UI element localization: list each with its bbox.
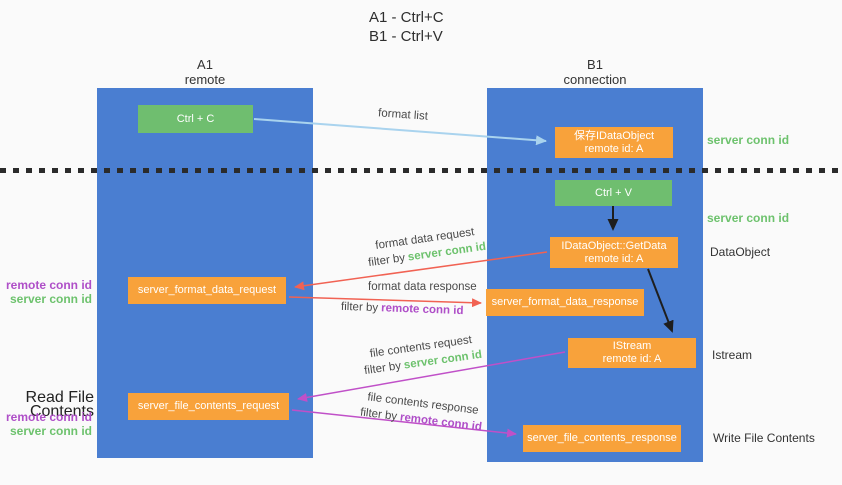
node-ctrl-v-label: Ctrl + V [595, 186, 632, 199]
node-file-response-label: server_file_contents_response [527, 432, 677, 444]
lane-a-subtitle: remote [184, 72, 226, 87]
diagram-title: A1 - Ctrl+C B1 - Ctrl+V [0, 8, 842, 46]
node-format-response-label: server_format_data_response [491, 296, 639, 308]
node-ctrl-c-label: Ctrl + C [176, 112, 215, 125]
lane-b-title: B1 [587, 57, 603, 72]
left-conn-id-group-2: remote conn id server conn id [0, 410, 92, 438]
node-istream-line2: remote id: A [602, 353, 662, 365]
node-server-file-contents-request: server_file_contents_request [128, 393, 289, 420]
edge-label-format-list: format list [377, 107, 429, 123]
node-save-idataobject-line1: 保存IDataObject [573, 129, 655, 142]
filter-prefix: filter by [359, 406, 398, 423]
edge-label-file-contents-request: file contents request filter byserver co… [351, 331, 494, 378]
lane-a-header: A1 remote [97, 57, 313, 87]
label-server-conn-id-1: server conn id [9, 292, 92, 306]
node-getdata-line2: remote id: A [584, 252, 644, 265]
node-idataobject-getdata: IDataObject::GetData remote id: A [550, 237, 678, 268]
node-format-request-label: server_format_data_request [137, 284, 277, 296]
lane-b-header: B1 connection [487, 57, 703, 87]
lane-b-subtitle: connection [563, 72, 627, 87]
left-conn-id-group-1: remote conn id server conn id [0, 278, 92, 306]
node-save-idataobject-line2: remote id: A [584, 142, 644, 155]
filter-prefix: filter by [363, 360, 402, 378]
node-ctrl-c: Ctrl + C [138, 105, 253, 133]
label-dataobject: DataObject [710, 245, 771, 259]
node-save-idataobject: 保存IDataObject remote id: A [555, 127, 673, 158]
label-server-conn-id-top: server conn id [707, 133, 790, 147]
filter-key-remote-conn-id: remote conn id [380, 302, 464, 318]
label-remote-conn-id-1: remote conn id [5, 278, 92, 292]
label-write-file-contents: Write File Contents [713, 431, 815, 445]
label-istream: Istream [712, 348, 753, 362]
dotted-divider [0, 168, 842, 173]
lane-a-title: A1 [197, 57, 213, 72]
filter-prefix: filter by [367, 252, 406, 270]
node-server-file-contents-response: server_file_contents_response [523, 425, 681, 452]
node-server-format-data-request: server_format_data_request [128, 277, 286, 304]
label-remote-conn-id-2: remote conn id [5, 410, 92, 424]
label-read-file-contents: Read File Contents [25, 389, 94, 420]
node-istream-line1: IStream [612, 340, 652, 352]
node-istream: IStream remote id: A [568, 338, 696, 368]
filter-prefix: filter by [340, 300, 379, 315]
edge-label-format-data-response: format data response [368, 281, 477, 293]
node-getdata-line1: IDataObject::GetData [561, 239, 667, 252]
title-line-1: A1 - Ctrl+C [369, 9, 444, 26]
node-ctrl-v: Ctrl + V [555, 180, 672, 206]
label-server-conn-id-2: server conn id [9, 424, 92, 438]
node-server-format-data-response: server_format_data_response [486, 289, 644, 316]
node-file-request-label: server_file_contents_request [137, 400, 280, 412]
label-server-conn-id-mid: server conn id [707, 211, 790, 225]
title-line-2: B1 - Ctrl+V [369, 28, 443, 45]
edge-label-format-data-request: format data request filter byserver conn… [355, 223, 498, 270]
